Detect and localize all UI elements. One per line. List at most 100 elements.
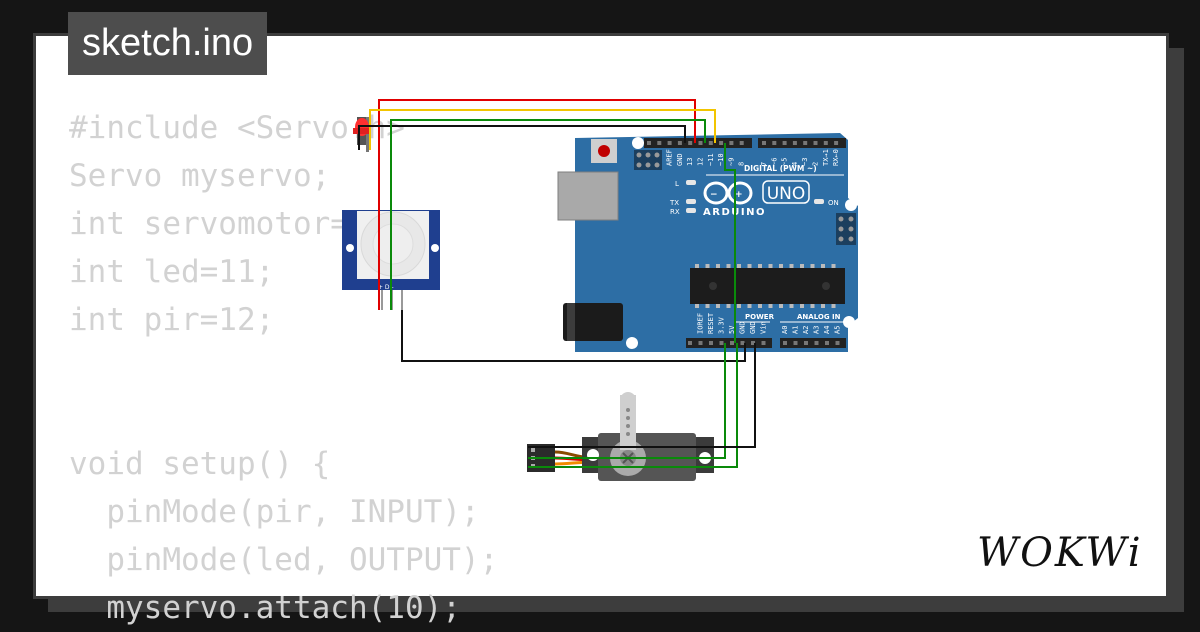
pin-label: A3 — [813, 326, 821, 334]
header-pin[interactable] — [698, 341, 703, 345]
header-pin[interactable] — [762, 141, 766, 145]
header-pin[interactable] — [751, 341, 755, 345]
header-pin[interactable] — [677, 141, 682, 145]
header-pin[interactable] — [739, 141, 744, 145]
pin-label: GND — [749, 321, 757, 334]
pin-label: A5 — [834, 326, 842, 334]
pin-label: GND — [739, 321, 747, 334]
pin-label: ~9 — [727, 158, 735, 166]
wokwi-logo[interactable]: WOKWi — [975, 524, 1150, 576]
digital-header-right — [758, 138, 846, 148]
code-line: Servo myservo; — [69, 158, 331, 194]
code-line: pinMode(pir, INPUT); — [69, 494, 480, 530]
usb-port-icon — [557, 171, 619, 221]
header-pin[interactable] — [825, 341, 829, 345]
wire[interactable] — [528, 343, 738, 468]
pin-label: AREF — [666, 149, 674, 166]
board-model-label: UNO — [767, 184, 806, 204]
code-line: pinMode(led, OUTPUT); — [69, 542, 499, 578]
header-pin[interactable] — [709, 341, 713, 345]
header-pin[interactable] — [835, 341, 840, 345]
wire[interactable] — [369, 109, 716, 150]
header-pin[interactable] — [813, 141, 818, 145]
header-pin[interactable] — [647, 141, 651, 145]
wire[interactable] — [390, 119, 706, 310]
wires — [358, 99, 756, 468]
header-pin[interactable] — [719, 341, 724, 345]
header-pin[interactable] — [730, 341, 734, 345]
header-pin[interactable] — [793, 341, 798, 345]
led-on-label: ON — [828, 199, 839, 207]
header-pin[interactable] — [708, 141, 713, 145]
pin-label: ~10 — [717, 153, 725, 166]
pin-label: GND — [676, 153, 684, 166]
pin-label: RESET — [707, 312, 715, 334]
svg-text:+: + — [735, 190, 743, 200]
header-pin[interactable] — [688, 141, 693, 145]
wire[interactable] — [401, 310, 746, 362]
wire[interactable] — [528, 343, 726, 459]
pin-label: 3.3V — [718, 316, 726, 334]
led-tx-icon — [686, 199, 696, 204]
wokwi-logo-text: WOKWi — [977, 530, 1143, 576]
header-pin[interactable] — [740, 341, 745, 345]
led-rx-icon — [686, 208, 696, 213]
header-pin[interactable] — [688, 341, 692, 345]
pin-label: ~3 — [801, 158, 809, 166]
file-name-tab[interactable]: sketch.ino — [68, 12, 268, 75]
led-tx-label: TX — [669, 199, 679, 207]
header-pin[interactable] — [803, 141, 808, 145]
code-line: int led=11; — [69, 254, 275, 290]
header-pin[interactable] — [783, 341, 787, 345]
header-pin[interactable] — [814, 341, 819, 345]
pin-label: RX←0 — [832, 149, 840, 166]
code-line: void setup() { — [69, 446, 331, 482]
pin-label: A4 — [823, 326, 831, 334]
header-pin[interactable] — [667, 141, 672, 145]
led-on-icon — [814, 199, 824, 204]
red-led-icon[interactable] — [353, 117, 369, 152]
digital-header-left — [644, 138, 752, 148]
pin-label: 2 — [812, 162, 820, 166]
pin-label: TX→1 — [822, 149, 830, 166]
header-pin[interactable] — [772, 141, 777, 145]
pin-label: 8 — [738, 162, 746, 166]
pin-label: IOREF — [697, 313, 705, 334]
header-pin[interactable] — [804, 341, 808, 345]
led-rx-label: RX — [670, 208, 680, 216]
pin-label: 12 — [697, 158, 705, 166]
wire[interactable] — [378, 99, 696, 310]
header-pin[interactable] — [782, 141, 787, 145]
header-pin[interactable] — [729, 141, 734, 145]
power-label: POWER — [745, 313, 775, 321]
wire[interactable] — [358, 125, 686, 150]
pin-label: 13 — [686, 158, 694, 166]
header-pin[interactable] — [719, 141, 724, 145]
pir-pin-labels: + D - — [378, 284, 394, 291]
pin-label: ~11 — [707, 153, 715, 166]
code-line: #include <Servo.h> — [69, 110, 405, 146]
led-l-icon — [686, 180, 696, 185]
header-pin[interactable] — [792, 141, 797, 145]
svg-text:−: − — [710, 190, 718, 200]
header-pin[interactable] — [823, 141, 828, 145]
pin-label: 5V — [728, 325, 736, 334]
header-pin[interactable] — [698, 141, 703, 145]
header-pin[interactable] — [834, 141, 839, 145]
pin-label: A2 — [802, 326, 810, 334]
pin-label: 7 — [760, 162, 768, 166]
pin-label: A1 — [792, 326, 800, 334]
analog-label: ANALOG IN — [797, 313, 841, 321]
header-pin[interactable] — [657, 141, 662, 145]
header-pin[interactable] — [761, 341, 766, 345]
wire[interactable] — [528, 343, 756, 448]
pin-label: Vin — [760, 321, 768, 334]
pin-label: ~5 — [781, 158, 789, 166]
wire[interactable] — [724, 143, 736, 343]
digital-label: DIGITAL (PWM ~) — [744, 164, 817, 173]
pin-label: A0 — [781, 326, 789, 334]
board-brand-label: ARDUINO — [703, 207, 766, 218]
pin-label: 4 — [791, 162, 799, 166]
led-l-label: L — [675, 180, 679, 188]
